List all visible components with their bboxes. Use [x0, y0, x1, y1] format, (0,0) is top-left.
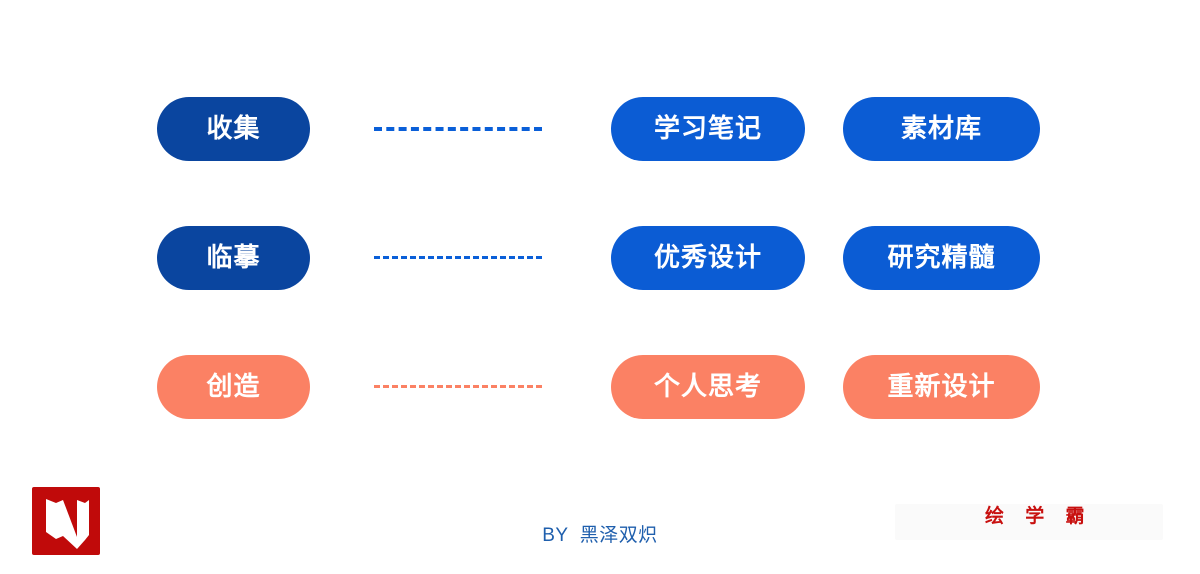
connector-row-0 — [374, 127, 542, 131]
connector-row-1 — [374, 256, 542, 260]
stage-pill-row-0[interactable]: 收集 — [157, 97, 310, 161]
step-pill-label-row-1-col-2: 研究精髓 — [887, 242, 996, 272]
step-pill-row-2-col-1[interactable]: 个人思考 — [611, 355, 805, 419]
dashed-line-icon — [374, 385, 542, 388]
step-pill-row-0-col-2[interactable]: 素材库 — [843, 97, 1040, 161]
w-logo — [32, 487, 100, 555]
step-pill-label-row-0-col-1: 学习笔记 — [653, 113, 762, 143]
flow-row-collect: 收集 学习笔记 素材库 — [0, 97, 1200, 161]
stage-pill-label-row-1: 临摹 — [206, 242, 261, 272]
byline: BY 黑泽双炽 — [542, 525, 658, 546]
step-pill-label-row-1-col-1: 优秀设计 — [653, 242, 762, 272]
connector-row-2 — [374, 385, 542, 389]
dashed-line-icon — [374, 256, 542, 259]
flow-row-create: 创造 个人思考 重新设计 — [0, 355, 1200, 419]
step-pill-row-1-col-2[interactable]: 研究精髓 — [843, 226, 1040, 290]
huixueba-wordmark: 绘 学 霸 — [985, 506, 1093, 527]
step-pill-label-row-2-col-2: 重新设计 — [887, 371, 996, 401]
stage-pill-label-row-2: 创造 — [206, 371, 261, 401]
step-pill-label-row-0-col-2: 素材库 — [900, 113, 982, 143]
flow-rows: 收集 学习笔记 素材库 临摹 优秀设计 研究精髓 — [0, 97, 1200, 419]
step-pill-row-1-col-1[interactable]: 优秀设计 — [611, 226, 805, 290]
footer: BY 黑泽双炽 — [0, 470, 1200, 574]
watermark-band — [895, 504, 1163, 540]
flow-row-copy: 临摹 优秀设计 研究精髓 — [0, 226, 1200, 290]
stage-pill-label-row-0: 收集 — [206, 113, 261, 143]
step-pill-row-0-col-1[interactable]: 学习笔记 — [611, 97, 805, 161]
stage-pill-row-1[interactable]: 临摹 — [157, 226, 310, 290]
step-pill-label-row-2-col-1: 个人思考 — [653, 371, 762, 401]
dashed-line-icon — [374, 127, 542, 131]
step-pill-row-2-col-2[interactable]: 重新设计 — [843, 355, 1040, 419]
stage-pill-row-2[interactable]: 创造 — [157, 355, 310, 419]
